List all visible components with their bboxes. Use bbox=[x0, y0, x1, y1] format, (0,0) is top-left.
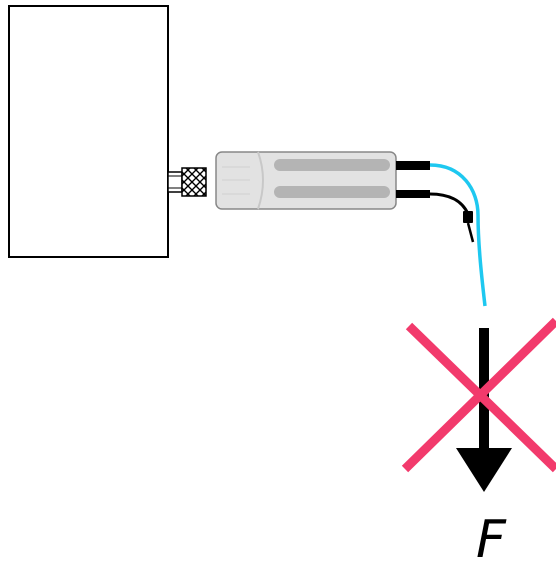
probe-leads bbox=[396, 161, 487, 307]
bnc-connector bbox=[167, 167, 207, 197]
prohibited-cross bbox=[401, 317, 556, 473]
force-symbol-label: F bbox=[476, 510, 506, 570]
instrument-box bbox=[8, 5, 169, 258]
probe-body bbox=[215, 151, 397, 210]
